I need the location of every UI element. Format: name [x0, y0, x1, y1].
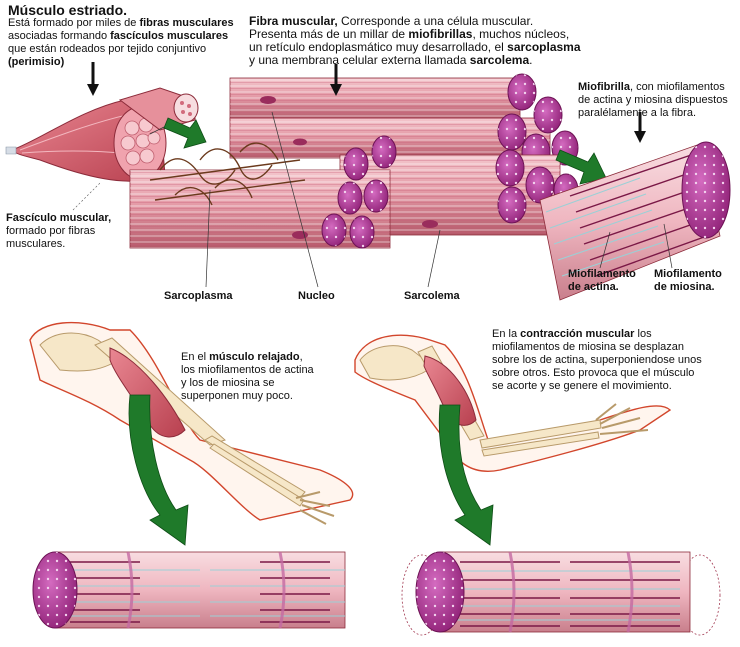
myofibril-illustration	[539, 112, 731, 301]
relajado-text-block: En el músculo relajado, los miofilamento…	[181, 351, 314, 402]
actina-label: Miofilamento de actina.	[568, 268, 636, 293]
green-arrow-icon	[438, 404, 494, 546]
relaxed-myofibril-cylinder	[32, 551, 346, 629]
intro-arrow-icon	[87, 62, 99, 96]
miofibrilla-text-block: Miofibrilla, con miofilamentos de actina…	[578, 81, 728, 119]
contracted-arm-illustration	[354, 334, 672, 472]
green-arrow-icon	[128, 394, 189, 546]
intro-title: Músculo estriado.	[8, 2, 128, 18]
whole-muscle-illustration	[5, 87, 199, 211]
miosina-label: Miofilamento de miosina.	[654, 268, 722, 293]
green-arrow-icon	[163, 117, 207, 149]
contracted-myofibril-cylinder	[401, 551, 721, 636]
fiber-bundle-illustration	[129, 64, 579, 288]
sarcolema-label: Sarcolema	[404, 290, 460, 302]
relaxed-arm-illustration	[29, 321, 354, 525]
fasciculo-text-block: Fascículo muscular, formado por fibras m…	[6, 212, 112, 250]
contraccion-text-block: En la contracción muscular los miofilame…	[492, 328, 702, 392]
intro-text-block: Músculo estriado. Está formado por miles…	[8, 2, 234, 68]
nucleo-label: Nucleo	[298, 290, 335, 302]
sarcoplasma-label: Sarcoplasma	[164, 290, 233, 302]
fibra-text-block: Fibra muscular, Corresponde a una célula…	[249, 14, 581, 67]
green-arrow-icon	[555, 149, 607, 185]
